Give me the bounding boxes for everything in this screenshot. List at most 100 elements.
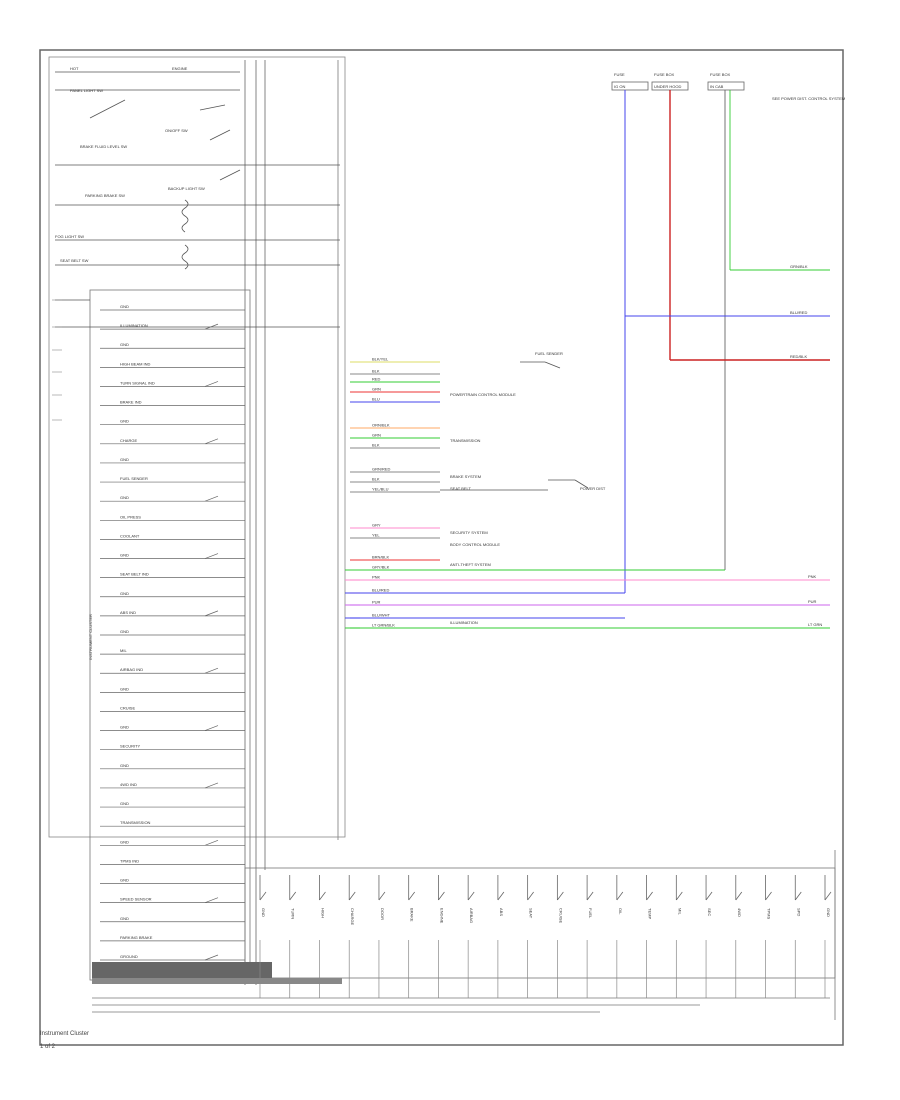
bottom-terminal-switch [378, 891, 386, 901]
bottom-terminal-switch [289, 891, 297, 901]
cluster-row-label: HIGH BEAM IND [120, 361, 151, 366]
cluster-row-label: GND [120, 419, 129, 424]
mid-connector-note: FUEL SENDER [535, 351, 563, 356]
bottom-terminal-label: GND [826, 908, 831, 917]
bottom-terminal-switch [646, 891, 653, 901]
cluster-row-label: GND [120, 457, 129, 462]
mid-wire-label: BLU/RED [372, 588, 389, 593]
cluster-row-label: CRUISE [120, 705, 135, 710]
bottom-terminal-switch [616, 891, 624, 901]
cluster-row-label: GND [120, 629, 129, 634]
bottom-terminal-label: TPMS [767, 908, 772, 919]
cluster-row-label: GND [120, 342, 129, 347]
right-wire-label: BLU/RED [790, 310, 807, 315]
mid-wire-label: RED [372, 377, 381, 382]
bottom-terminal-label: OIL [618, 908, 623, 915]
mid-wire-label: YEL/BLU [372, 487, 389, 492]
cluster-row-label: OIL PRESS [120, 514, 141, 519]
cluster-row-label: GND [120, 801, 129, 806]
cluster-row-label: TPMS IND [120, 858, 139, 863]
fuse-module-sub: IN CAB [710, 84, 724, 89]
bottom-terminal-switch [765, 891, 772, 901]
bottom-terminal-label: 4WD [737, 908, 742, 917]
cluster-row-label: GND [120, 553, 129, 558]
cluster-row-switch [204, 553, 219, 559]
mid-wire-label: BLU/WHT [372, 613, 391, 618]
bottom-terminal-label: SEC [707, 908, 712, 916]
cluster-row-label: MIL [120, 648, 127, 653]
top-center-label: ENGINE [172, 66, 188, 71]
cluster-row-label: SEAT BELT IND [120, 572, 149, 577]
cluster-row-switch [204, 667, 219, 674]
long-horizontal-wires [345, 569, 830, 629]
bottom-terminal-switch [438, 891, 445, 901]
mid-wire-label: PUR [372, 600, 381, 605]
cluster-row-label: TURN SIGNAL IND [120, 380, 155, 385]
fuse-module-sub: IG ON [614, 84, 625, 89]
right-end-label: PUR [808, 599, 817, 604]
mid-wire-label: ORN/BLK [372, 423, 390, 428]
bottom-terminal-label: MIL [677, 908, 682, 915]
fuse-module-label: FUSE BOX [710, 72, 731, 77]
mid-wire-label: BLK [372, 369, 380, 374]
fuse-module-label: FUSE [614, 72, 625, 77]
cluster-row-switch [204, 954, 219, 961]
mid-connector-note: ILLUMINATION [450, 620, 478, 625]
bottom-terminal-switch [527, 891, 534, 901]
top-center-label: ON/OFF SW [165, 128, 188, 133]
bottom-terminal-switch [348, 891, 356, 901]
cluster-row-label: PARKING BRAKE [120, 935, 153, 940]
mid-wire-label: BLK [372, 477, 380, 482]
bottom-terminal-label: FUEL [588, 908, 593, 919]
top-left-label: HOT [70, 66, 79, 71]
right-vertical-wires [624, 90, 830, 593]
bottom-terminal-label: ABS [499, 908, 504, 916]
top-left-label: BRAKE FLUID LEVEL SW [80, 144, 127, 149]
cluster-row-switch [204, 839, 219, 846]
bottom-ground-bar [92, 962, 342, 984]
mid-wire-label: GRY [372, 523, 381, 528]
page-number: 1 of 2 [40, 1044, 56, 1050]
bottom-terminal-label: SPD [796, 908, 801, 916]
bottom-terminal-switch [497, 891, 505, 901]
mid-wire-label: BLU [372, 397, 380, 402]
top-left-label: SEAT BELT SW [60, 258, 89, 263]
instrument-cluster-block [48, 56, 346, 985]
fuse-module-box [707, 81, 745, 91]
bottom-terminal-switch [259, 891, 267, 901]
middle-connector-labels: BLK/YELBLKREDGRNBLUORN/BLKGRNBLKGRN/REDB… [372, 357, 395, 628]
cluster-row-switch [204, 897, 219, 903]
cluster-vertical-title: INSTRUMENT CLUSTER [88, 614, 93, 660]
cluster-row-label: GND [120, 686, 129, 691]
mid-wire-label: LT GRN/BLK [372, 623, 395, 628]
bottom-connector-block [92, 850, 836, 1020]
bottom-terminal-label: GND [261, 908, 266, 917]
top-left-label: PARKING BRAKE SW [85, 193, 125, 198]
cluster-row-label: ABS IND [120, 610, 136, 615]
cluster-rows [100, 309, 245, 961]
cluster-row-label: TRANSMISSION [120, 820, 151, 825]
mid-wire-label: GRN [372, 387, 381, 392]
cluster-row-label: GND [120, 763, 129, 768]
bottom-terminal-switch [735, 891, 743, 901]
cluster-row-label: AIRBAG IND [120, 667, 143, 672]
right-wire-label: RED/BLK [790, 354, 807, 359]
cluster-row-label: FUEL SENDER [120, 476, 148, 481]
bottom-terminal-label: HIGH [320, 908, 325, 918]
mid-connector-note: POWERTRAIN CONTROL MODULE [450, 392, 516, 397]
top-left-label: FOG LIGHT SW [55, 234, 84, 239]
bottom-terminal-switch [794, 891, 802, 901]
mid-wire-label: GRN [372, 433, 381, 438]
middle-connector-wires [350, 361, 440, 629]
bottom-terminals [259, 875, 832, 998]
cluster-row-label: GND [120, 725, 129, 730]
bottom-terminal-switch [675, 891, 683, 901]
bottom-terminal-label: DOOR [380, 908, 385, 920]
mid-connector-note: BRAKE SYSTEM [450, 474, 481, 479]
bottom-terminal-label: AIRBAG [469, 908, 474, 923]
